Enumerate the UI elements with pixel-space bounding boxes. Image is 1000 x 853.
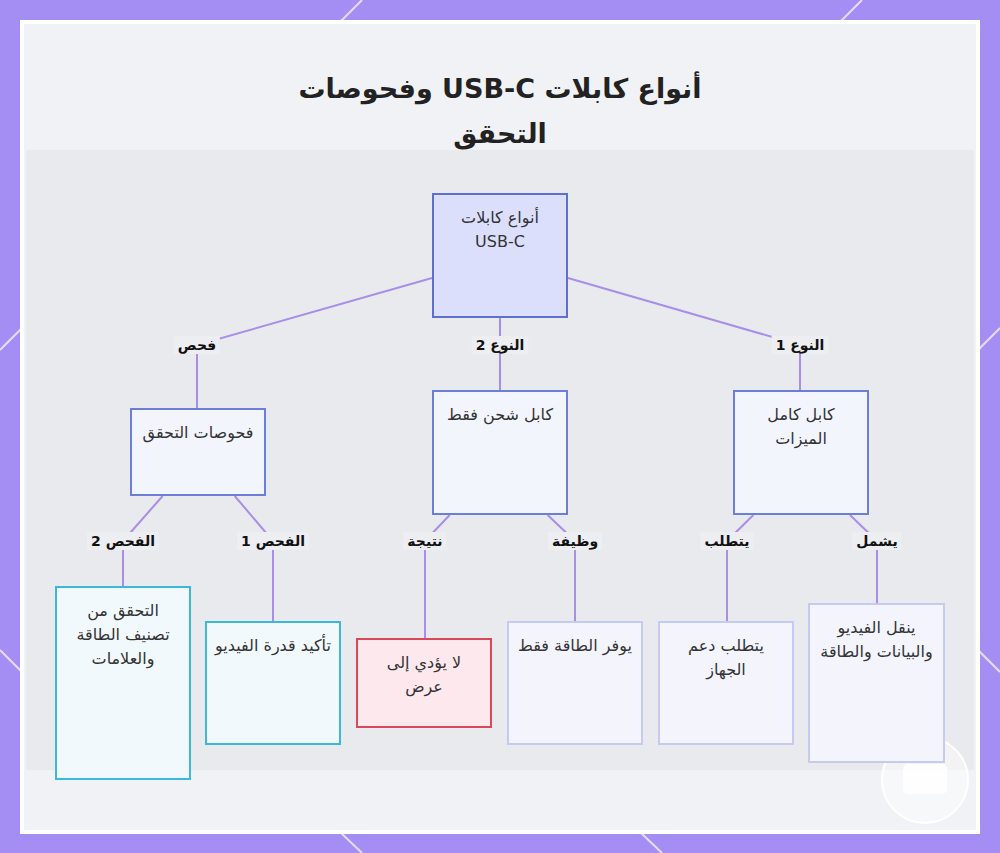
deco-line: [0, 650, 22, 672]
process-box: تأكيد قدرة الفيديو: [205, 621, 341, 745]
deco-line: [0, 328, 22, 350]
edge-label: وظيفة: [548, 532, 602, 550]
edge-label: الفحص 1: [237, 532, 309, 550]
edge-label: نتيجة: [403, 532, 446, 550]
deco-line: [340, 0, 362, 22]
edge-label: يتطلب: [700, 532, 753, 550]
process-box: يوفر الطاقة فقط: [507, 621, 643, 745]
connector: [499, 318, 501, 390]
process-box: فحوصات التحقق: [130, 408, 266, 496]
process-box: ينقل الفيديو والبيانات والطاقة: [808, 603, 945, 763]
node-label: التحقق من تصنيف الطاقة والعلامات: [65, 599, 181, 671]
connector: [197, 278, 432, 408]
connector: [850, 515, 877, 603]
node-label: ينقل الفيديو والبيانات والطاقة: [818, 616, 935, 664]
connector: [568, 278, 800, 390]
process-box: أنواع كابلات USB-C: [432, 193, 568, 318]
edge-label: النوع 2: [472, 336, 529, 354]
process-box: يتطلب دعم الجهاز: [658, 621, 794, 745]
node-label: فحوصات التحقق: [140, 421, 256, 445]
connector: [235, 496, 273, 621]
diagram-title: أنواع كابلات USB-C وفحوصات التحقق: [280, 66, 720, 156]
deco-line: [340, 832, 362, 853]
edge-label: النوع 1: [772, 336, 829, 354]
process-box: لا يؤدي إلى عرض: [356, 638, 492, 728]
node-label: تأكيد قدرة الفيديو: [215, 634, 331, 658]
node-label: لا يؤدي إلى عرض: [366, 651, 482, 699]
edge-label: فحص: [174, 336, 220, 354]
node-label: يوفر الطاقة فقط: [517, 634, 633, 658]
deco-line: [978, 328, 1000, 350]
node-label: أنواع كابلات USB-C: [442, 206, 558, 254]
node-label: كابل شحن فقط: [442, 403, 558, 427]
edge-label: يشمل: [852, 532, 901, 550]
process-box: التحقق من تصنيف الطاقة والعلامات: [55, 586, 191, 780]
deco-line: [978, 650, 1000, 672]
connector: [727, 515, 753, 621]
node-label: كابل كامل الميزات: [743, 403, 859, 451]
panel: [22, 22, 978, 832]
chat-icon: [903, 764, 947, 794]
process-box: كابل شحن فقط: [432, 390, 568, 515]
deco-line: [640, 832, 662, 853]
process-box: كابل كامل الميزات: [733, 390, 869, 515]
node-label: يتطلب دعم الجهاز: [668, 634, 784, 682]
edge-label: الفحص 2: [87, 532, 159, 550]
connector: [548, 515, 575, 621]
deco-line: [840, 0, 862, 22]
